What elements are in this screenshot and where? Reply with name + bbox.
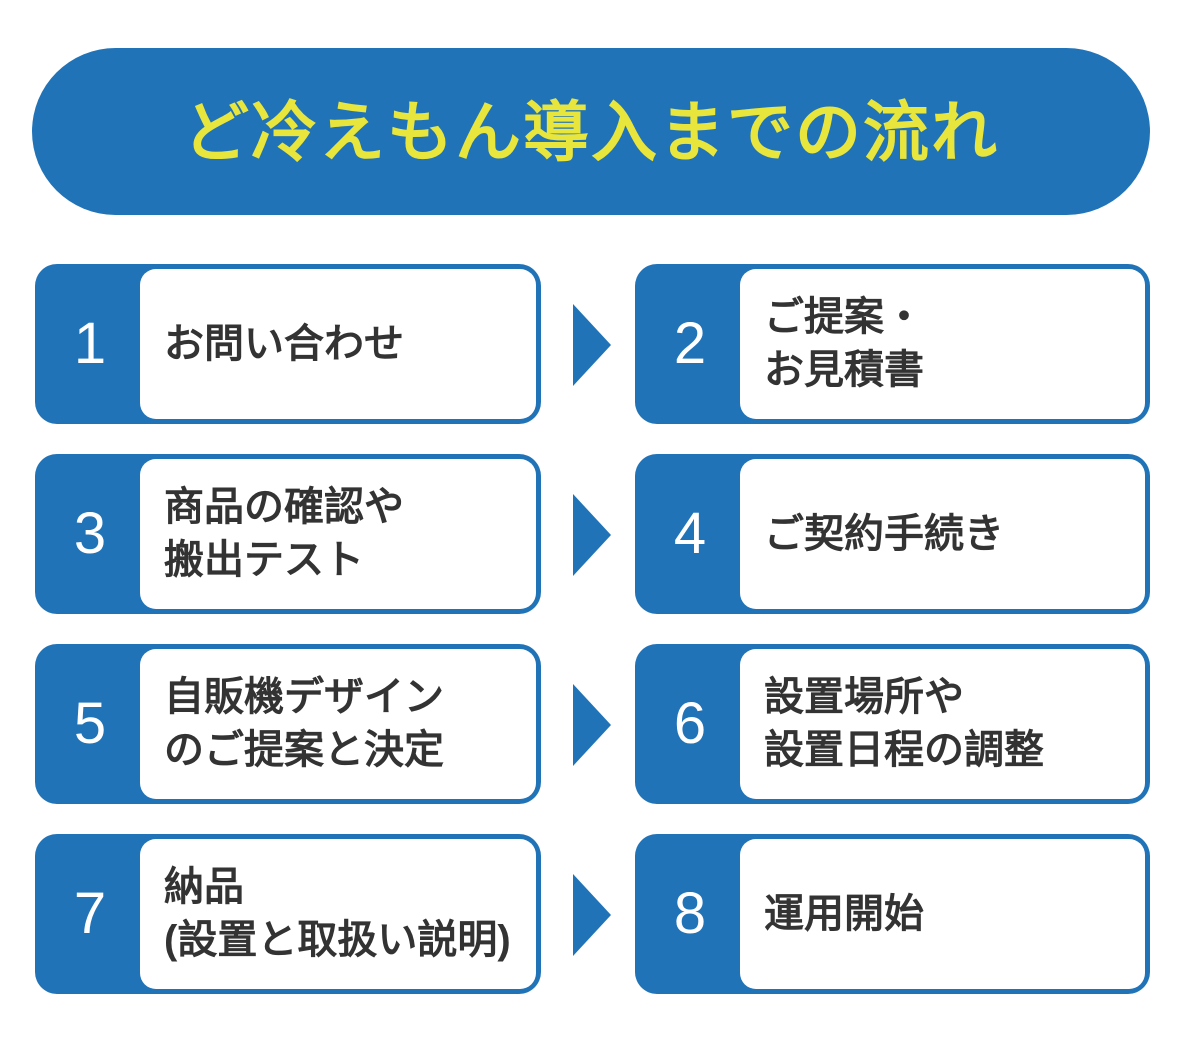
step-number: 2 xyxy=(673,311,707,376)
flow-arrow-icon xyxy=(573,874,611,956)
step-label: のご提案と決定 xyxy=(164,728,444,772)
flow-arrow-icon xyxy=(573,304,611,386)
flow-arrow-icon xyxy=(573,494,611,576)
step-label: ご契約手続き xyxy=(764,511,1004,556)
step-label: お見積書 xyxy=(764,348,924,392)
step-number: 1 xyxy=(73,311,107,376)
step-label: (設置と取扱い説明) xyxy=(164,918,511,962)
step-content: 商品の確認や 搬出テスト xyxy=(140,459,536,609)
step-box-4: 4 ご契約手続き xyxy=(635,454,1150,614)
step-label: 搬出テスト xyxy=(164,538,364,582)
step-content: お問い合わせ xyxy=(140,269,536,419)
step-label: 設置場所や xyxy=(764,675,964,720)
step-label: 設置日程の調整 xyxy=(764,728,1044,772)
step-number: 3 xyxy=(73,501,107,566)
step-content: 設置場所や 設置日程の調整 xyxy=(740,649,1145,799)
step-box-3: 3 商品の確認や 搬出テスト xyxy=(35,454,541,614)
step-box-2: 2 ご提案・ お見積書 xyxy=(635,264,1150,424)
step-box-7: 7 納品 (設置と取扱い説明) xyxy=(35,834,541,994)
step-number: 4 xyxy=(673,501,707,566)
step-content: ご契約手続き xyxy=(740,459,1145,609)
step-content: ご提案・ お見積書 xyxy=(740,269,1145,419)
step-box-5: 5 自販機デザイン のご提案と決定 xyxy=(35,644,541,804)
title-banner: ど冷えもん導入までの流れ xyxy=(32,48,1150,215)
step-label: ご提案・ xyxy=(764,295,924,340)
step-label: 納品 xyxy=(164,865,244,910)
step-box-1: 1 お問い合わせ xyxy=(35,264,541,424)
page-title: ど冷えもん導入までの流れ xyxy=(183,94,999,169)
step-box-6: 6 設置場所や 設置日程の調整 xyxy=(635,644,1150,804)
step-label: お問い合わせ xyxy=(164,321,404,366)
step-content: 運用開始 xyxy=(740,839,1145,989)
flow-arrow-icon xyxy=(573,684,611,766)
step-label: 自販機デザイン xyxy=(164,675,444,720)
step-number: 7 xyxy=(73,881,107,946)
step-number: 8 xyxy=(673,881,707,946)
step-number: 5 xyxy=(73,691,107,756)
step-number: 6 xyxy=(673,691,707,756)
step-box-8: 8 運用開始 xyxy=(635,834,1150,994)
step-label: 運用開始 xyxy=(764,891,924,936)
step-content: 自販機デザイン のご提案と決定 xyxy=(140,649,536,799)
step-label: 商品の確認や xyxy=(164,485,404,530)
step-content: 納品 (設置と取扱い説明) xyxy=(140,839,536,989)
